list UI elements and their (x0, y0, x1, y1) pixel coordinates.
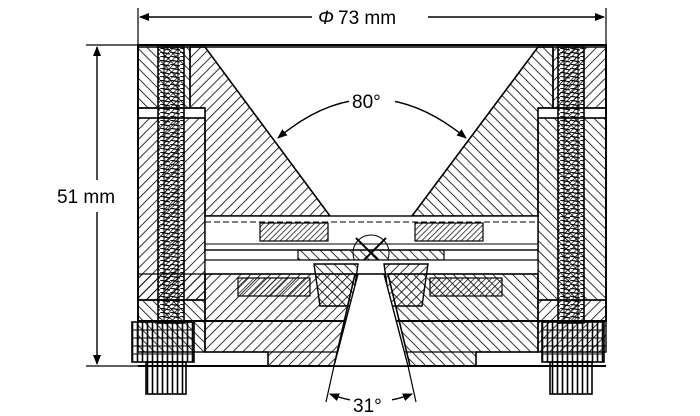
height-label: 51 mm (57, 187, 115, 208)
housing (137, 44, 607, 367)
right-connector (541, 321, 605, 395)
height-dimension: 51 mm (57, 44, 140, 367)
diameter-dimension: Φ 73 mm (137, 8, 607, 45)
diameter-label: 73 mm (338, 8, 396, 29)
left-lower-coil (237, 277, 311, 297)
left-connector (131, 321, 195, 395)
right-upper-coil (414, 222, 484, 242)
left-cone-wall (189, 46, 332, 217)
top-angle-dimension: 80° (277, 88, 467, 139)
inner-cavity (204, 215, 539, 251)
diameter-symbol: Φ (318, 8, 334, 29)
bottom-angle-dimension: 31° (325, 365, 417, 416)
left-upper-coil (259, 222, 329, 242)
right-cone-wall (410, 46, 554, 217)
bottom-angle-label: 31° (353, 396, 382, 416)
right-lower-coil (429, 277, 503, 297)
top-angle-label: 80° (352, 92, 381, 113)
central-plate (297, 249, 445, 261)
